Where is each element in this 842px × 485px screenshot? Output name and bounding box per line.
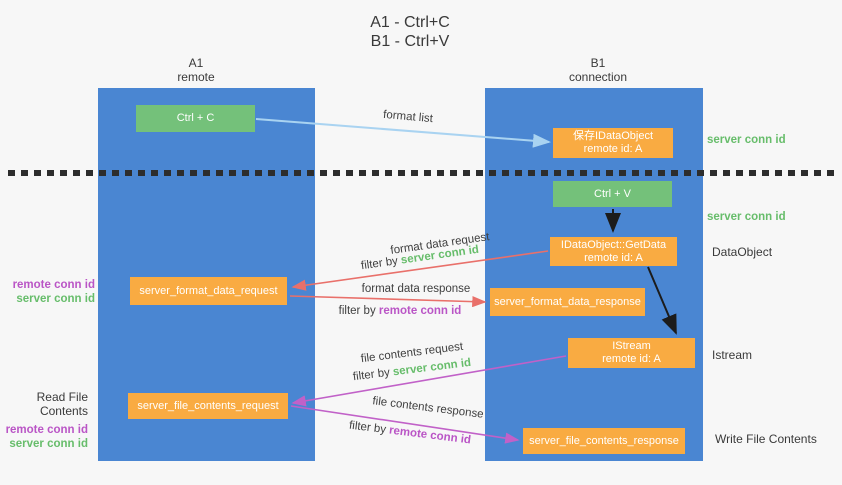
label-remote-conn-id-left-top: remote conn id [12, 279, 95, 291]
label-server-conn-id-left-top: server conn id [16, 293, 95, 305]
filter-key-remote-conn-id: remote conn id [378, 305, 462, 317]
node-ctrl-v-label: Ctrl + V [594, 187, 631, 200]
node-ctrl-v: Ctrl + V [553, 181, 672, 207]
label-read-file-contents: Read File Contents [36, 390, 88, 418]
node-server-file-contents-request: server_file_contents_request [128, 393, 288, 419]
node-server-file-contents-response: server_file_contents_response [523, 428, 685, 454]
node-server-file-contents-request-label: server_file_contents_request [137, 399, 279, 412]
node-server-format-data-request: server_format_data_request [130, 277, 287, 305]
node-server-file-contents-response-label: server_file_contents_response [529, 434, 679, 447]
lifeline-b1-name: B1 [590, 56, 606, 70]
lifeline-a1-role: remote [177, 70, 215, 84]
node-save-idataobject-line2: remote id: A [583, 143, 643, 155]
lifeline-header-b1: B1 connection [538, 56, 658, 84]
label-write-file-contents: Write File Contents [715, 432, 817, 446]
label-server-conn-id-left-bottom: server conn id [9, 438, 88, 450]
label-server-conn-id-top-right: server conn id [707, 134, 786, 146]
title-line-1: A1 - Ctrl+C [370, 14, 450, 31]
lifeline-header-a1: A1 remote [136, 56, 256, 84]
label-remote-conn-id-left-bottom: remote conn id [5, 424, 88, 436]
arrow-format-list [255, 118, 551, 148]
node-server-format-data-response: server_format_data_response [490, 288, 645, 316]
node-ctrl-c: Ctrl + C [136, 105, 255, 132]
title-line-2: B1 - Ctrl+V [370, 33, 450, 50]
node-ctrl-c-label: Ctrl + C [176, 112, 215, 124]
label-format-data-response: format data response [361, 283, 471, 295]
node-istream-line1: IStream [612, 340, 651, 352]
label-filter-by-remote-conn-id-format: filter by remote conn id [325, 305, 475, 317]
node-idataobject-getdata-line2: remote id: A [584, 251, 643, 264]
node-server-format-data-response-label: server_format_data_response [494, 295, 641, 308]
lifeline-a1-name: A1 [188, 56, 204, 70]
node-istream: IStream remote id: A [568, 338, 695, 368]
arrow-file-contents-request [291, 355, 567, 407]
node-save-idataobject: 保存IDataObject remote id: A [553, 128, 673, 158]
label-dataobject: DataObject [712, 245, 773, 259]
arrow-file-contents-response [290, 405, 520, 444]
diagram-title: A1 - Ctrl+C B1 - Ctrl+V [0, 13, 820, 51]
left-conn-id-block-file: Read File Contents remote conn id server… [0, 390, 88, 451]
node-idataobject-getdata-line1: IDataObject::GetData [560, 238, 667, 251]
label-istream: Istream [712, 348, 753, 362]
left-conn-id-block-format: remote conn id server conn id [0, 278, 95, 306]
node-server-format-data-request-label: server_format_data_request [139, 284, 278, 297]
label-server-conn-id-mid-right: server conn id [707, 211, 786, 223]
node-idataobject-getdata: IDataObject::GetData remote id: A [550, 237, 677, 266]
arrow-format-data-request [291, 250, 549, 291]
lifeline-b1-role: connection [568, 70, 628, 84]
session-divider-dashed-line [8, 170, 835, 176]
filter-by-prefix: filter by [338, 305, 379, 317]
arrow-format-data-response [289, 295, 487, 308]
node-istream-line2: remote id: A [602, 353, 661, 365]
arrow-getdata-to-istream [647, 266, 677, 335]
node-save-idataobject-line1: 保存IDataObject [572, 130, 654, 142]
